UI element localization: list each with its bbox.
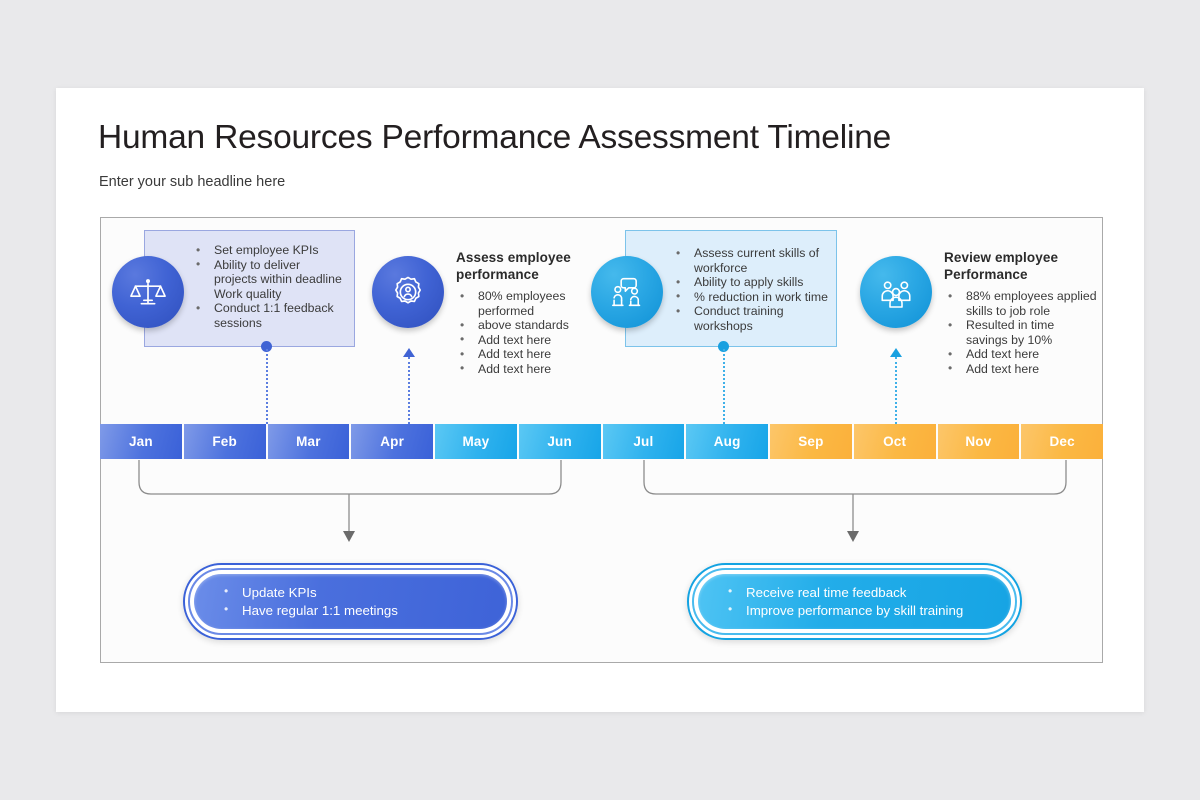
block-4-connector-line [895,357,897,424]
month-apr[interactable]: Apr [351,424,433,459]
list-item: Add text here [944,361,1099,377]
block-4-bullets: 88% employees applied skills to job role… [944,289,1099,377]
list-item: Conduct training [672,304,837,319]
block-2-connector-arrow [403,348,415,357]
pill-2-body: Receive real time feedback Improve perfo… [698,574,1011,629]
block-2-bullets: 80% employees performed above standards … [456,289,596,377]
list-item: 80% employees [456,289,596,304]
list-item: Resulted in time [944,318,1099,333]
list-item: workshops [694,318,753,333]
list-item: Improve performance by skill training [728,601,963,620]
block-4-circle[interactable] [860,256,932,328]
list-item: Update KPIs [224,583,398,602]
block-2-connector-line [408,357,410,424]
people-group-icon [881,281,911,308]
list-item: workforce [694,260,748,275]
list-item: Add text here [456,347,596,362]
outcome-pill-1[interactable]: Update KPIs Have regular 1:1 meetings [183,563,518,640]
block-2-heading: Assess employee performance [456,250,571,282]
list-item: Ability to deliver [192,257,350,273]
month-aug[interactable]: Aug [686,424,768,459]
month-jul[interactable]: Jul [602,424,685,459]
list-item: skills to job role [966,303,1051,318]
list-item: Receive real time feedback [728,583,963,602]
outcome-pill-2[interactable]: Receive real time feedback Improve perfo… [687,563,1022,640]
block-3-circle[interactable] [591,256,663,328]
month-feb[interactable]: Feb [183,424,266,459]
page-title: Human Resources Performance Assessment T… [98,119,892,156]
block-1-bullets: Set employee KPIs Ability to deliver pro… [192,243,350,331]
block-2-circle[interactable] [372,256,444,328]
list-item: Add text here [456,332,596,348]
month-bar: Jan Feb Mar Apr May Jun Jul Aug Sep Oct … [100,424,1103,459]
block-1-circle[interactable] [112,256,184,328]
month-sep[interactable]: Sep [770,424,852,459]
list-item: Assess current skills of [672,246,837,261]
block-3-bullets: Assess current skills of workforce Abili… [672,246,837,334]
month-mar[interactable]: Mar [267,424,350,459]
scales-balance-icon [130,279,166,305]
pill-2-bullets: Receive real time feedback Improve perfo… [728,583,963,620]
page-subtitle: Enter your sub headline here [99,174,286,190]
block-4-connector-arrow [890,348,902,357]
list-item: Ability to apply skills [672,275,837,290]
gear-person-icon [395,276,421,304]
list-item: Add text here [944,347,1099,362]
pill-1-body: Update KPIs Have regular 1:1 meetings [194,574,507,629]
list-item: projects within deadline [214,272,342,287]
list-item: Add text here [456,361,596,377]
month-nov[interactable]: Nov [937,424,1020,459]
list-item: sessions [214,315,262,330]
list-item: Set employee KPIs [192,243,350,258]
month-dec[interactable]: Dec [1021,424,1103,459]
list-item: performed [478,303,535,318]
pill-1-bullets: Update KPIs Have regular 1:1 meetings [224,583,398,620]
list-item: Work quality [214,286,282,301]
two-people-talking-icon [612,277,641,307]
list-item: Conduct 1:1 feedback [192,301,350,316]
month-may[interactable]: May [435,424,517,459]
block-3-connector-dot [718,341,729,352]
month-jan[interactable]: Jan [100,424,182,459]
block-1-connector-dot [261,341,272,352]
block-1-connector-line [266,349,268,424]
block-4-heading: Review employee Performance [944,250,1059,282]
list-item: % reduction in work time [672,289,837,305]
list-item: Have regular 1:1 meetings [224,601,398,620]
list-item: 88% employees applied [944,289,1099,304]
block-3-connector-line [723,349,725,424]
month-jun[interactable]: Jun [518,424,601,459]
list-item: above standards [456,318,596,333]
list-item: savings by 10% [966,332,1053,347]
month-oct[interactable]: Oct [853,424,936,459]
